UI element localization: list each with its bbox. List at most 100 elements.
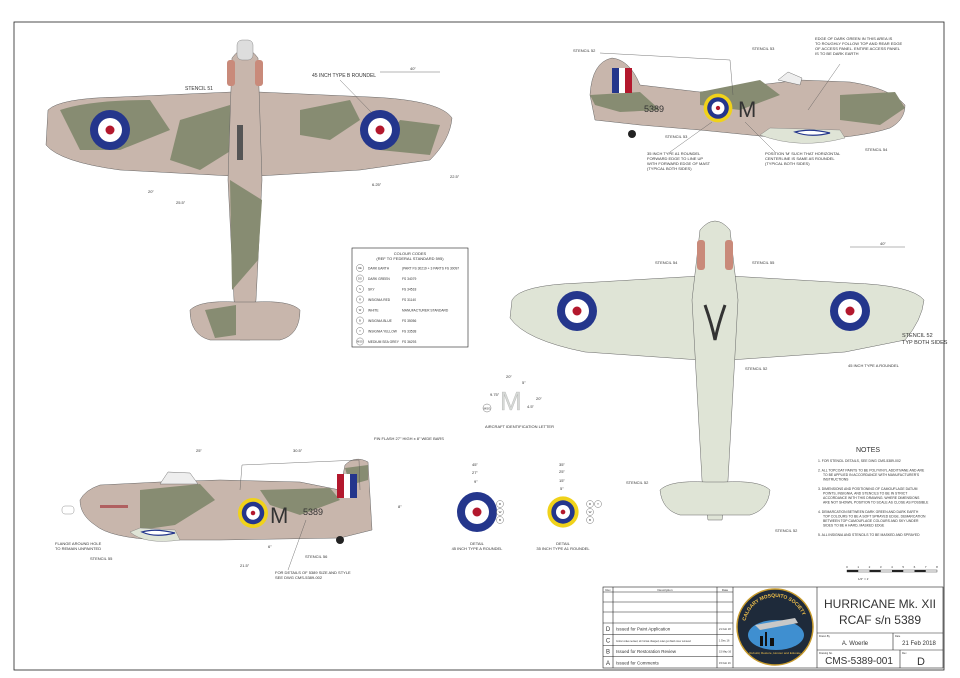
- scale-tick: 4: [891, 565, 893, 569]
- label-stencil-53: STENCIL 53: [665, 134, 688, 139]
- annotation-line: POSITION 'M' SUCH THAT HORIZONTAL: [765, 151, 841, 156]
- note-line: 5. ALL INSIGNIA AND STENCILS TO BE MASKE…: [818, 533, 920, 537]
- colour-code-badge: [594, 500, 602, 508]
- drawing-subtitle: RCAF s/n 5389: [839, 613, 921, 627]
- annotation-line: (TYPICAL BOTH SIDES): [765, 161, 810, 166]
- dim-label: 25.5": [176, 200, 186, 205]
- label-stencil-54: STENCIL 54: [655, 260, 678, 265]
- revision-description: Issued for Restoration Review: [616, 649, 677, 654]
- detail-caption: DETAIL: [470, 541, 484, 546]
- logo-motto: Rebuild, Restore, Honour and Educate: [749, 651, 801, 655]
- scale-tick: 2: [869, 565, 871, 569]
- colour-code: W: [359, 308, 362, 312]
- colour-name: DARK GREEN: [368, 277, 390, 281]
- dim-label: 5": [522, 380, 526, 385]
- colour-code-badge: [586, 500, 594, 508]
- colour-code-badge: [356, 337, 364, 346]
- revision-description: Issued for Paint Application: [616, 627, 671, 632]
- drawing-title: HURRICANE Mk. XII: [824, 597, 936, 611]
- dim-label: 20": [536, 396, 542, 401]
- colour-ref: FS 34079: [402, 277, 416, 281]
- label-fin-flash: FIN FLASH 27" HIGH x 8" WIDE BARS: [374, 436, 444, 441]
- calgary-mosquito-society-logo: CALGARY MOSQUITO SOCIETY Rebuild, Restor…: [736, 588, 814, 666]
- colour-codes-table: COLOUR CODES (REF TO FEDERAL STANDARD 59…: [351, 247, 469, 348]
- dim-label: 35": [559, 462, 565, 467]
- scale-tick: 0: [846, 565, 848, 569]
- colour-code-badge: [496, 516, 504, 524]
- note-line: TOP COLOURS TO BE A SOFT SPRAYED EDGE. D…: [823, 515, 926, 519]
- scale-tick: 5: [902, 565, 904, 569]
- scale-segment: [869, 570, 881, 572]
- colour-ref: FS 34518: [402, 287, 416, 291]
- colour-name: INSIGNIA RED: [368, 298, 391, 302]
- top-tailplane: [189, 301, 301, 341]
- label-stencil-53: STENCIL 53: [752, 46, 775, 51]
- note-line: ACCORDANCE WITH THIS DRAWING. WHERE DIME…: [823, 496, 920, 500]
- annotation-line: FORWARD EDGE TO LINE UP: [647, 156, 703, 161]
- colour-code: B: [359, 319, 361, 323]
- colour-code: R: [499, 502, 502, 506]
- colour-codes-title: COLOUR CODES: [394, 251, 427, 256]
- annotation-line: CENTERLINE IS SAME AS ROUNDEL: [765, 156, 835, 161]
- annotation-line: OF ACCESS PANEL. ENTIRE ACCESS PANEL: [815, 46, 901, 51]
- annotation-line: EDGE OF DARK GREEN IN THIS AREA IS: [815, 36, 893, 41]
- colour-code: W: [499, 510, 502, 514]
- colour-ref: (PART FS 30219 + 3 PARTS FS 30097: [402, 266, 459, 270]
- scale-tick: 3: [880, 565, 882, 569]
- revision-letter: C: [606, 638, 611, 644]
- label-roundel-note: 45 INCH TYPE B ROUNDEL: [312, 73, 376, 79]
- dim-label: 21.5": [240, 563, 250, 568]
- annotation-line: TO ROUGHLY FOLLOW TOP AND REAR EDGE: [815, 41, 902, 46]
- colour-name: MEDIUM SEA GREY: [368, 340, 400, 344]
- dim-label: 6": [268, 544, 272, 549]
- scale-label: 1/2" = 1': [858, 577, 869, 581]
- detail-caption: 45 INCH TYPE A ROUNDEL: [452, 546, 504, 551]
- side-view-left: M 5389 FIN FLASH 27" HIGH x 8" WIDE BARS…: [55, 436, 444, 580]
- label-flange-note: FLANGE AROUND HOLE: [55, 541, 102, 546]
- notes: NOTES 1. FOR STENCIL DETAILS, SEE DWG CM…: [818, 447, 929, 537]
- colour-code-badge: [586, 516, 594, 524]
- detail-caption: 35 INCH TYPE A1 ROUNDEL: [536, 546, 590, 551]
- colour-code: Y: [359, 329, 361, 333]
- dim-label: 25": [559, 469, 565, 474]
- note-line: ARE NOT SHOWN, POSITION TO SCALE AS CLOS…: [823, 501, 929, 505]
- serial-number: 5389: [303, 507, 323, 517]
- colour-code: B: [499, 518, 501, 522]
- dim-label: 20": [506, 374, 512, 379]
- colour-code: DG: [358, 277, 362, 281]
- colour-code-badge: [496, 500, 504, 508]
- id-letter-detail: M MSG 20" 5" 9.75" 20" 4.5" AIRCRAFT IDE…: [482, 374, 554, 429]
- label-stencil-52: STENCIL 52: [775, 528, 798, 533]
- scale-tick: 7: [925, 565, 927, 569]
- revision-date: 15 Feb 16: [719, 661, 731, 665]
- colour-code: W: [589, 510, 592, 514]
- colour-code-badge: [356, 316, 364, 325]
- label-stencil-55: STENCIL 55: [90, 556, 113, 561]
- revision-description: Colour codes revised, s/n format changed…: [616, 640, 692, 643]
- colour-name: INSIGNIA BLUE: [368, 319, 393, 323]
- label-flange-note: TO REMAIN UNPAINTED: [55, 546, 101, 551]
- drawing-no-label: Drawing No.: [819, 652, 833, 655]
- id-letter-caption: AIRCRAFT IDENTIFICATION LETTER: [485, 424, 554, 429]
- detail-caption: DETAIL: [556, 541, 570, 546]
- dim-label: 25": [196, 448, 202, 453]
- drawing-number: CMS-5389-001: [825, 656, 893, 667]
- label-stencil-52: STENCIL 52: [626, 480, 649, 485]
- colour-code: Y: [597, 502, 599, 506]
- note-line: BETWEEN TOP CAMOUFLAGE COLOURS AND SKY U…: [823, 519, 919, 523]
- description-header: Description: [657, 588, 672, 592]
- scale-tick: 8: [936, 565, 938, 569]
- scale-segment: [892, 570, 904, 572]
- colour-name: INSIGNIA YELLOW: [368, 329, 398, 333]
- bottom-view: 40" STENCIL 54 STENCIL 55 STENCIL 52 TYP…: [509, 220, 948, 533]
- label-stencil-51: STENCIL 51: [185, 86, 213, 92]
- colour-code: B: [589, 518, 591, 522]
- scale-tick: 1: [857, 565, 859, 569]
- colour-code: S: [359, 287, 361, 291]
- revision-letter: A: [606, 661, 610, 667]
- side-view-right: M 5389 STENCIL 52 STENCIL 53 STENCIL 53 …: [573, 36, 906, 171]
- colour-code-badge: [356, 274, 364, 283]
- dim-label: 40": [410, 66, 416, 71]
- revision-date: 1 Dec 16: [719, 638, 730, 642]
